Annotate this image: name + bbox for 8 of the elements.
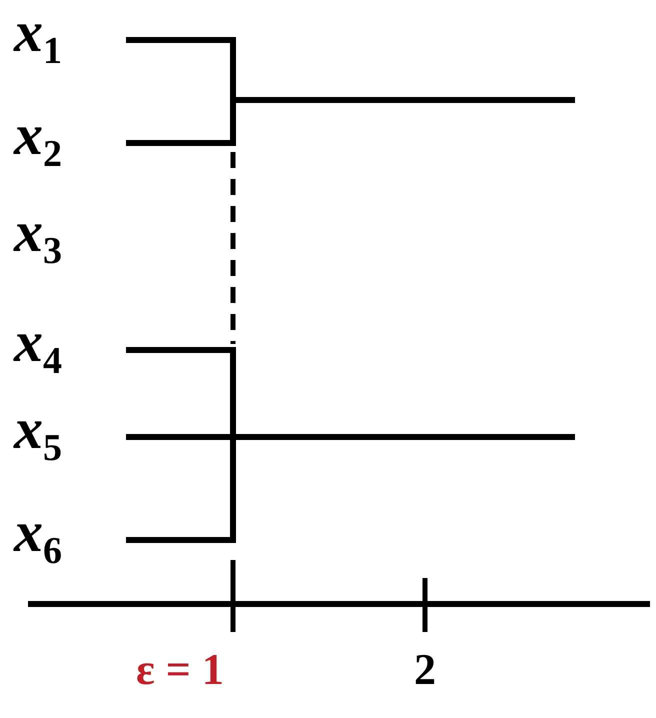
variable-label: x$_{4}$ bbox=[14, 312, 62, 391]
variable-label: x$_{6}$ bbox=[14, 502, 62, 581]
tick-label: 2 bbox=[414, 646, 436, 694]
variable-label: x$_{3}$ bbox=[14, 202, 62, 281]
variable-label: x$_{2}$ bbox=[14, 105, 62, 184]
tick-label: ε = 1 bbox=[136, 646, 224, 694]
variable-label: x$_{5}$ bbox=[14, 399, 62, 478]
variable-label: x$_{1}$ bbox=[14, 2, 62, 81]
